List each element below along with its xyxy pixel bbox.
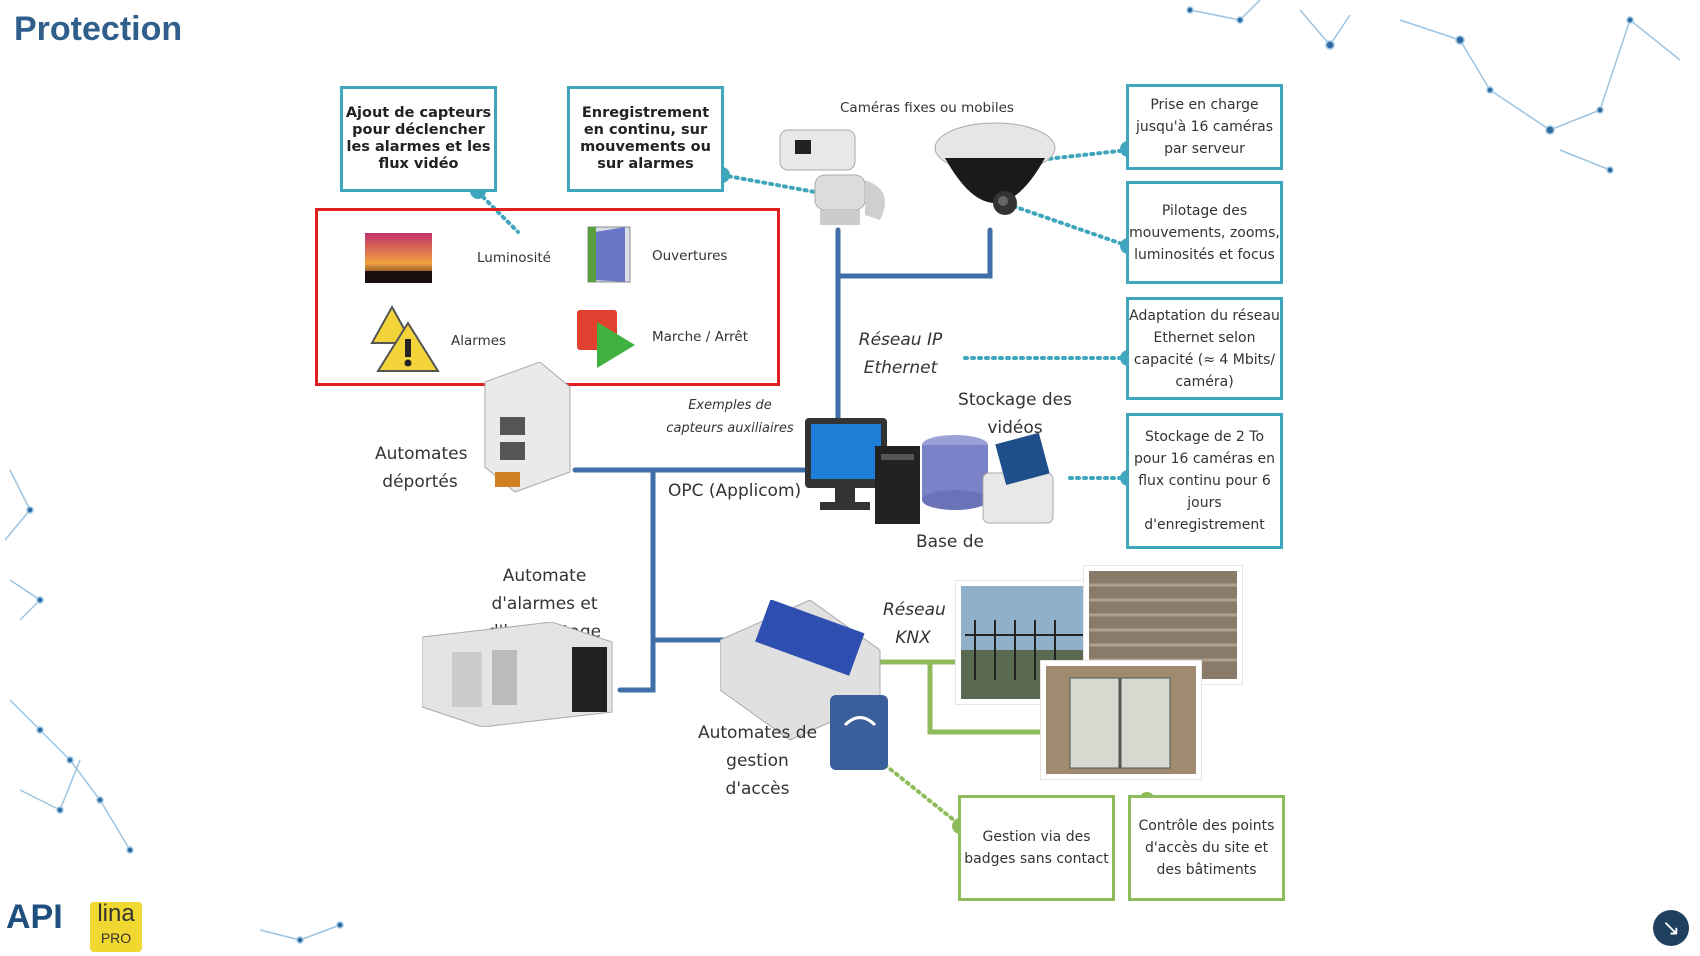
- reseau-knx-label: Réseau KNX: [883, 600, 946, 648]
- opc-vertical-line: [617, 467, 656, 693]
- network-capacity-text: Adaptation du réseau Ethernet selon capa…: [1129, 307, 1280, 390]
- camera-dome-link: [835, 227, 993, 279]
- recording-info-box: Enregistrement en continu, sur mouvement…: [567, 86, 724, 192]
- arrow-down-right-icon: ↘: [1661, 915, 1681, 941]
- luminosite-label: Luminosité: [477, 250, 551, 266]
- door-icon: [587, 226, 631, 283]
- cameras-capacity-text: Prise en charge jusqu'à 16 caméras par s…: [1135, 97, 1274, 157]
- remote-plc-icon: [484, 362, 571, 493]
- badges-box: Gestion via des badges sans contact: [958, 795, 1115, 901]
- alarm-plc-icon: [422, 622, 613, 727]
- next-slide-button[interactable]: ↘: [1653, 910, 1689, 946]
- sunset-icon: [365, 233, 432, 283]
- camera-control-text: Pilotage des mouvements, zooms, luminosi…: [1129, 202, 1280, 263]
- cameras-capacity-box: Prise en charge jusqu'à 16 caméras par s…: [1126, 84, 1283, 170]
- opc-label: OPC (Applicom): [668, 481, 802, 501]
- base-label: Base de: [915, 532, 985, 552]
- sensors-info-box: Ajout de capteurs pour déclencher les al…: [340, 86, 497, 192]
- api-logo: API: [6, 898, 63, 937]
- sensors-info-text: Ajout de capteurs pour déclencher les al…: [345, 105, 492, 172]
- badges-text: Gestion via des badges sans contact: [964, 829, 1109, 867]
- reseau-ip-label: Réseau IP Ethernet: [858, 330, 943, 378]
- slide-title: Protection: [14, 10, 183, 48]
- access-control-box: Contrôle des points d'accès du site et d…: [1128, 795, 1285, 901]
- lina-logo-text: lina: [97, 900, 135, 927]
- knx-line-2: [927, 659, 1048, 735]
- automates-acces-label: Automates de gestion d'accès: [697, 723, 818, 799]
- access-control-text: Contrôle des points d'accès du site et d…: [1138, 818, 1275, 878]
- access-plc-icon: [720, 600, 888, 770]
- ptz-camera-icon: [779, 129, 885, 225]
- alarmes-label: Alarmes: [451, 333, 507, 349]
- entrance-door-photo: [1040, 660, 1202, 780]
- stockage-label: Stockage des vidéos: [958, 390, 1072, 434]
- marche-arret-label: Marche / Arrêt: [652, 329, 748, 345]
- server-station-icon: [805, 418, 1054, 524]
- network-capacity-box: Adaptation du réseau Ethernet selon capa…: [1126, 297, 1283, 400]
- automates-deportes-label: Automates déportés: [375, 444, 468, 492]
- storage-capacity-text: Stockage de 2 To pour 16 caméras en flux…: [1134, 429, 1275, 533]
- cameras-label: Caméras fixes ou mobiles: [840, 100, 1014, 116]
- alarm-icon: [370, 304, 440, 372]
- on-off-icon: [577, 310, 635, 368]
- api-logo-text: API: [6, 898, 63, 936]
- ouvertures-label: Ouvertures: [652, 248, 728, 264]
- dome-camera-icon: [934, 122, 1056, 215]
- recording-info-text: Enregistrement en continu, sur mouvement…: [580, 105, 711, 172]
- pro-logo-text: PRO: [100, 930, 132, 946]
- examples-caption: Exemples de capteurs auxiliaires: [666, 398, 794, 436]
- camera-control-box: Pilotage des mouvements, zooms, luminosi…: [1126, 181, 1283, 284]
- storage-capacity-box: Stockage de 2 To pour 16 caméras en flux…: [1126, 413, 1283, 549]
